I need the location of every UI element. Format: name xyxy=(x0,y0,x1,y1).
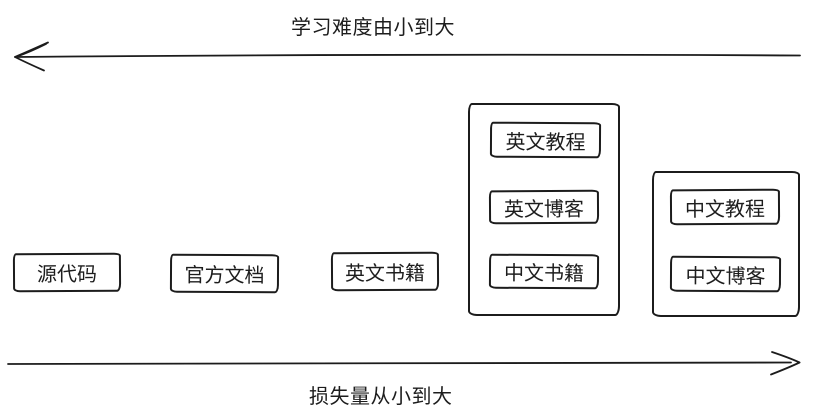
top-arrow-left xyxy=(14,41,801,72)
bottom-axis-label: 损失量从小到大 xyxy=(309,386,453,408)
node-english-tutorial: 英文教程 xyxy=(489,121,602,159)
group-chinese-tutorial-blog: 中文教程 中文博客 xyxy=(652,171,800,317)
node-source-code: 源代码 xyxy=(12,252,122,293)
node-chinese-blog: 中文博客 xyxy=(669,255,782,293)
top-axis-label: 学习难度由小到大 xyxy=(291,17,455,39)
node-chinese-tutorial: 中文教程 xyxy=(669,188,781,226)
bottom-arrow-right xyxy=(7,351,801,376)
group-english-and-chinese-books: 英文教程 英文博客 中文书籍 xyxy=(468,103,620,316)
node-english-books: 英文书籍 xyxy=(330,251,440,292)
node-english-blog: 英文博客 xyxy=(488,189,600,225)
node-chinese-books: 中文书籍 xyxy=(488,253,600,290)
node-official-docs: 官方文档 xyxy=(169,253,280,294)
